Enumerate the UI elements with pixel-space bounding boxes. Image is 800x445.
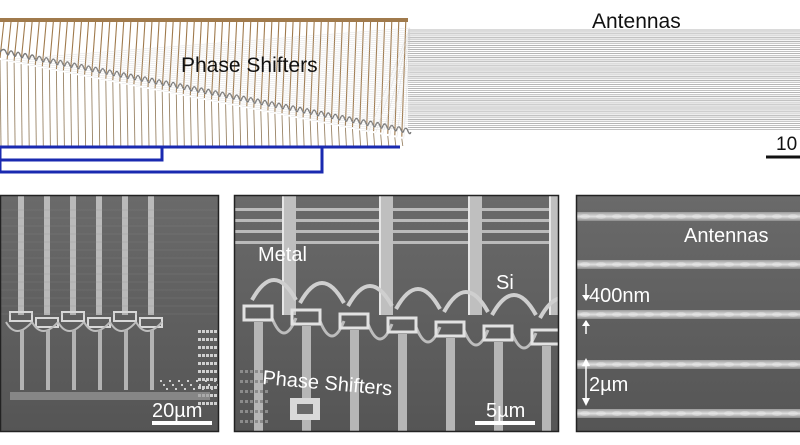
top-scale-label: 10 [776, 134, 797, 155]
left-scale-label: 20µm [152, 400, 202, 422]
antenna-array-lines [408, 29, 800, 130]
top-phase-shifters-label: Phase Shifters [181, 54, 318, 77]
top-overview-panel: Antennas Phase Shifters 10 [0, 10, 800, 174]
left-sem-structures [0, 195, 219, 405]
right-pitch-label: 2µm [589, 374, 628, 396]
middle-sem-structures [234, 195, 559, 432]
right-antennas-label: Antennas [684, 225, 769, 247]
sem-panel-right: Antennas 400nm 2µm [575, 194, 800, 433]
right-width-label: 400nm [589, 285, 650, 307]
blue-feed-lines [0, 145, 400, 174]
left-scale-bar [152, 421, 212, 425]
pitch-dimension-arrow [582, 358, 590, 406]
sem-panel-left: 20µm [0, 194, 220, 433]
top-antennas-label: Antennas [592, 10, 681, 33]
sem-panel-middle: Metal Si Phase Shifters 5µm [233, 194, 560, 433]
middle-scale-label: 5µm [486, 400, 525, 422]
width-dimension-arrow [582, 284, 590, 334]
middle-si-label: Si [496, 272, 514, 294]
middle-scale-bar [475, 421, 535, 425]
metal-bus-bar [0, 18, 408, 22]
phase-shifter-chain [0, 27, 412, 139]
middle-metal-label: Metal [258, 244, 307, 266]
